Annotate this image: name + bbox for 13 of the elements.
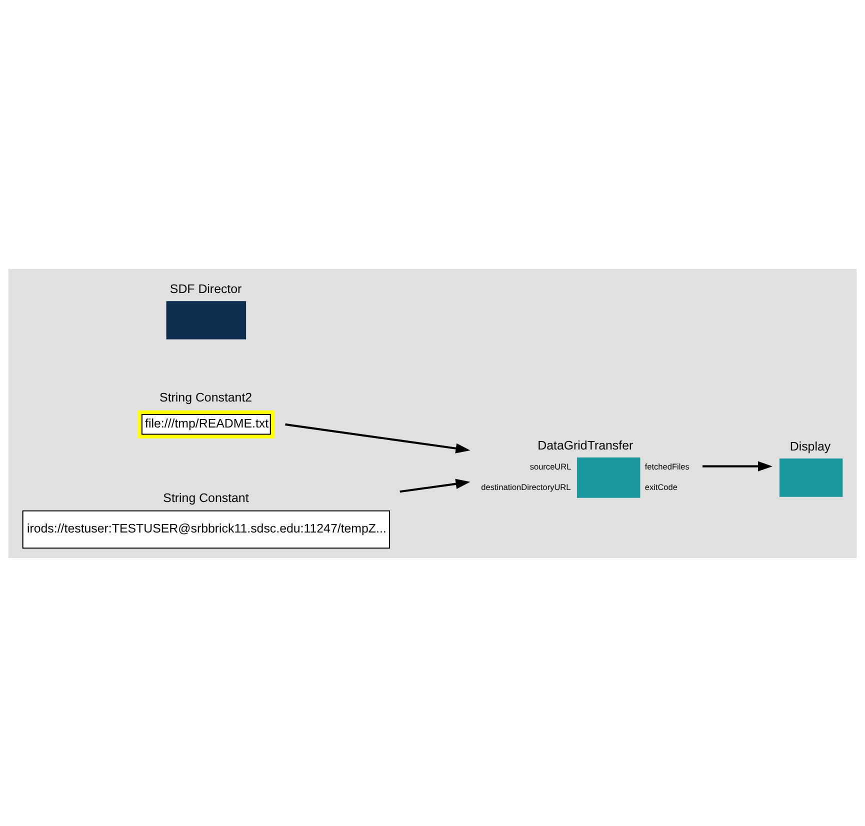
node-label: sourceURL <box>530 462 572 471</box>
node-label: DataGridTransfer <box>538 438 634 452</box>
node-label: SDF Director <box>170 281 242 296</box>
arrow <box>702 460 773 471</box>
node-box: file:///tmp/README.txt <box>138 410 275 438</box>
node-label: fetchedFiles <box>644 462 690 471</box>
node-label: Display <box>790 438 831 453</box>
node-label: destinationDirectoryURL <box>481 482 571 492</box>
arrow <box>285 422 470 453</box>
node-label: String Constant <box>163 490 249 505</box>
node-label: exitCode <box>644 482 678 492</box>
arrow <box>400 478 470 492</box>
node-label: String Constant2 <box>160 390 252 404</box>
